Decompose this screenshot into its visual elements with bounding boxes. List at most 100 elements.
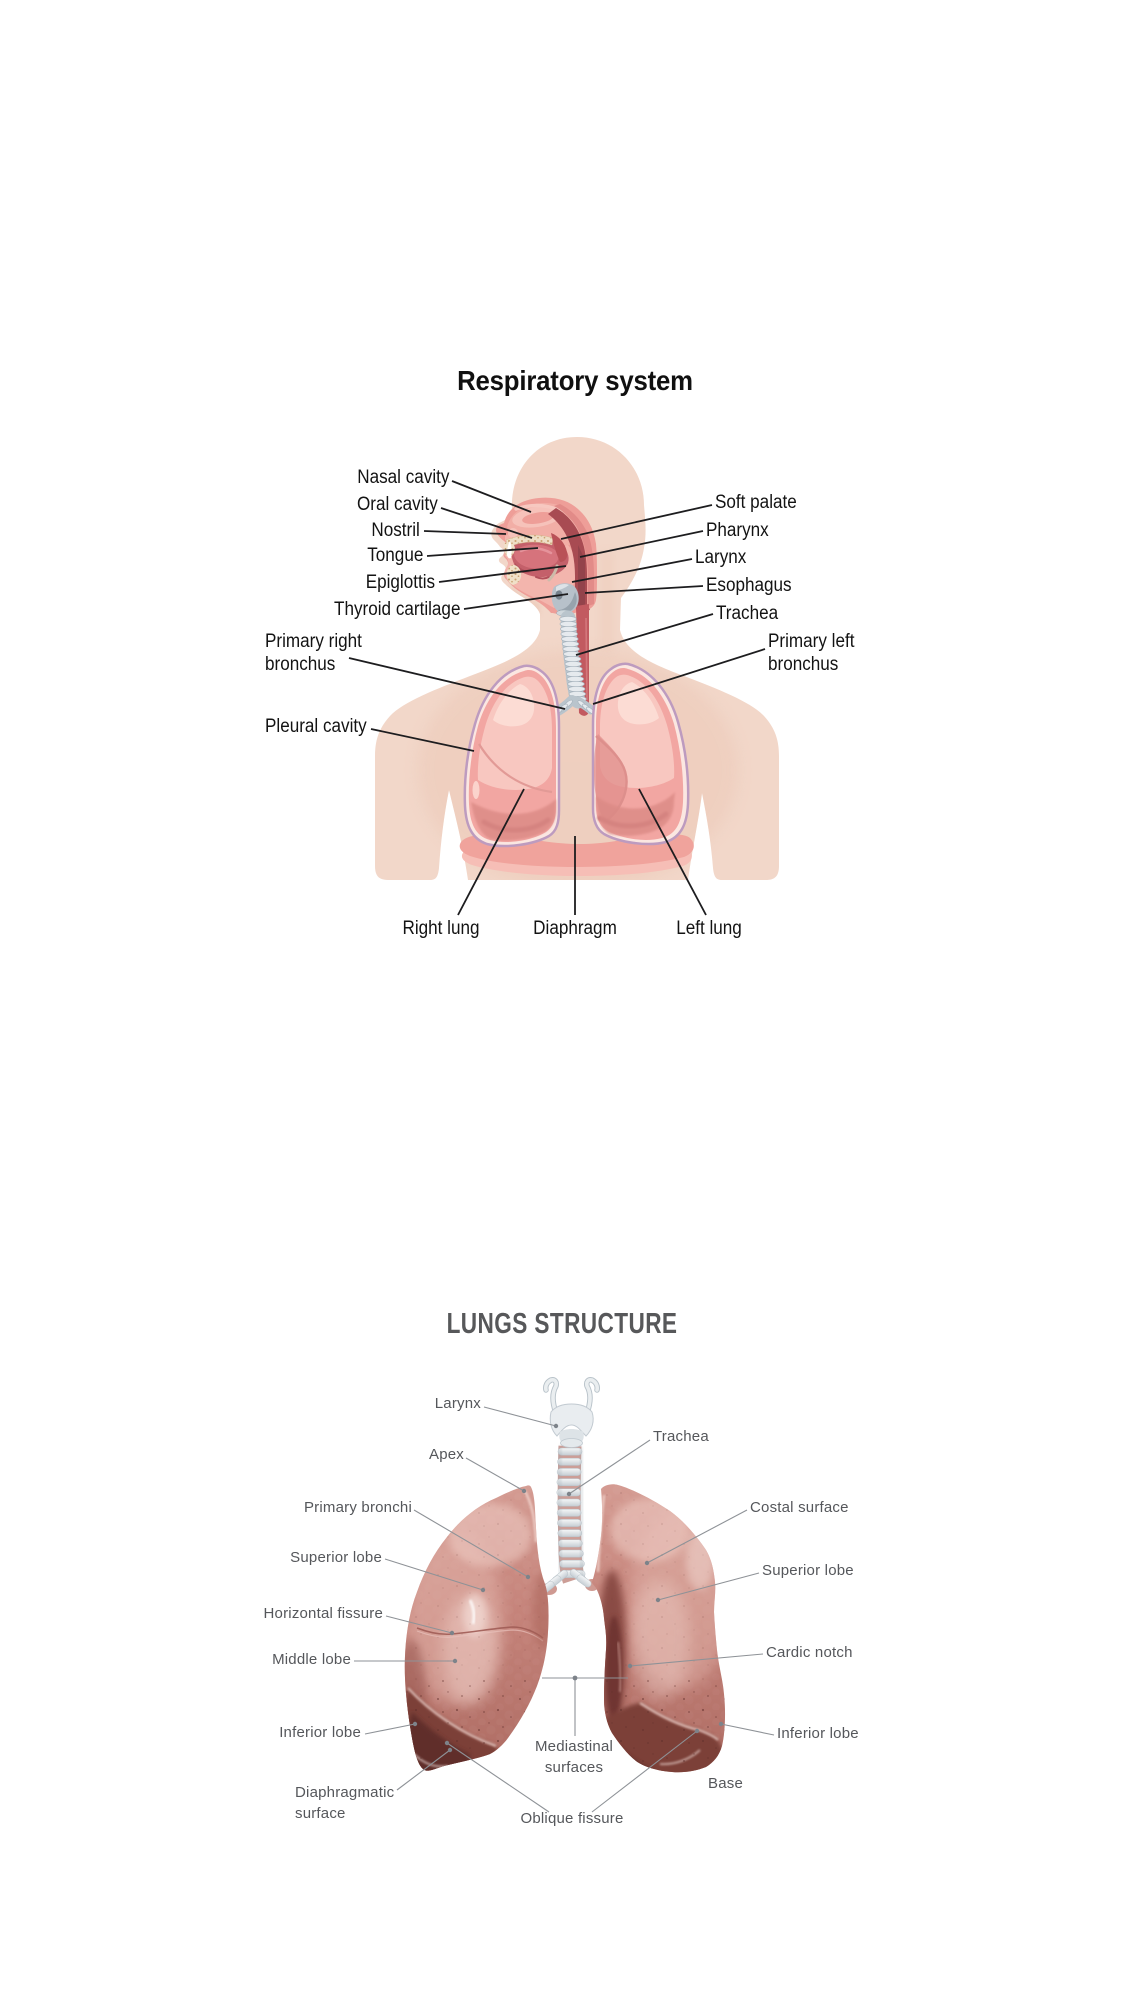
leader2-inferior-lobe-right xyxy=(720,1723,775,1736)
trachea2-rings-part-10 xyxy=(558,1539,583,1548)
trachea-ribs-part-5 xyxy=(561,635,579,643)
leader-primary-right-bronchus xyxy=(348,657,566,710)
leader-trachea xyxy=(575,613,714,656)
pharynx-core xyxy=(578,545,585,608)
label-trachea: Trachea xyxy=(716,603,779,624)
leader-soft-palate xyxy=(560,504,713,540)
label2-apex: Apex xyxy=(429,1446,464,1463)
respiratory-illustration xyxy=(348,437,779,916)
label2-costal-surface: Costal surface xyxy=(750,1499,849,1516)
fig2-leader-dots-part-3 xyxy=(521,1488,527,1494)
fig2-leader-dots-part-8 xyxy=(449,1630,455,1636)
left-lung2-part-15 xyxy=(416,1626,544,1639)
fig2-leader-dots-part-16 xyxy=(694,1728,700,1734)
trachea-ribs-part-7 xyxy=(562,645,580,653)
head-cross-section xyxy=(496,497,597,617)
bronchi-ribs xyxy=(553,699,595,716)
leader-nostril xyxy=(423,530,507,535)
label-right-lung: Right lung xyxy=(402,918,480,939)
trachea2-rings-part-4 xyxy=(556,1478,582,1487)
left-lung2-part-13 xyxy=(404,1680,549,1771)
leader2-primary-bronchi xyxy=(413,1509,529,1578)
label-thyroid-cartilage: Thyroid cartilage xyxy=(333,599,460,620)
trachea-ribs-part-2 xyxy=(559,620,577,628)
right-lung2-part-16 xyxy=(686,1530,714,1590)
larynx2-shape-part-4 xyxy=(584,1378,600,1415)
leader-nasal-cavity xyxy=(451,480,532,513)
fig2-leader-dots-part-2 xyxy=(566,1491,572,1497)
leader2-trachea xyxy=(568,1439,651,1495)
label-tongue: Tongue xyxy=(366,545,423,566)
trachea2-rings-part-1 xyxy=(557,1447,583,1456)
label2-primary-bronchi: Primary bronchi xyxy=(303,1499,412,1516)
left-lung2-part-16 xyxy=(416,1629,544,1642)
trachea-ribs-part-10 xyxy=(564,660,582,668)
trachea2-rings-part-9 xyxy=(557,1529,583,1538)
right-lung-bright xyxy=(493,684,535,727)
thyroid-inner xyxy=(558,592,577,613)
left-lung-bottom-shadow xyxy=(596,792,675,836)
label2-inferior-lobe-right: Inferior lobe xyxy=(777,1725,859,1742)
trachea-ribs-part-4 xyxy=(560,630,578,638)
fig2-leader-dots-part-9 xyxy=(452,1658,458,1664)
fig2-leader-dots-part-14 xyxy=(572,1675,578,1681)
label-primary-left-bronchus: Primary left bronchus xyxy=(768,631,855,675)
label-diaphragm: Diaphragm xyxy=(533,918,617,939)
trachea2-rings-part-11 xyxy=(558,1549,584,1558)
trachea-ribs-part-3 xyxy=(560,625,578,633)
leader2-apex xyxy=(465,1457,525,1492)
fig2-leader-dots-part-12 xyxy=(718,1721,724,1727)
trachea-ribs-part-12 xyxy=(565,670,584,678)
label2-horizontal-fissure: Horizontal fissure xyxy=(263,1605,383,1622)
thyroid-highlight xyxy=(556,583,569,591)
trachea2-rings-part-6 xyxy=(556,1498,582,1507)
label-nostril: Nostril xyxy=(371,520,420,541)
skin-shading-part-2 xyxy=(600,552,614,652)
right-lung-fissure xyxy=(478,743,553,794)
fig2-leader-dots-part-6 xyxy=(480,1587,486,1593)
leader-tongue xyxy=(426,547,539,557)
label-pleural-cavity: Pleural cavity xyxy=(265,716,367,737)
leader2-horizontal-fissure xyxy=(385,1615,453,1634)
label-nasal-cavity: Nasal cavity xyxy=(356,467,449,488)
lower-jaw-dots xyxy=(506,564,522,585)
trachea-ribs xyxy=(559,615,587,703)
leader-epiglottis xyxy=(438,565,567,583)
respiratory-figure-title: Respiratory system xyxy=(457,365,693,396)
right-lung2-part-14 xyxy=(592,1484,726,1680)
right-lung-bottom-shadow xyxy=(471,799,556,841)
fig2-leader-dots-part-4 xyxy=(525,1574,531,1580)
label-epiglottis: Epiglottis xyxy=(365,572,435,593)
leader-larynx xyxy=(571,558,693,583)
label2-superior-lobe-right: Superior lobe xyxy=(762,1562,854,1579)
fig1-leader-lines xyxy=(348,480,766,916)
trachea-ribs-part-1 xyxy=(559,615,577,623)
label2-mediastinal-surfaces: Mediastinal surfaces xyxy=(534,1738,614,1776)
larynx2-shape-part-7 xyxy=(560,1438,583,1448)
leader-pharynx xyxy=(579,530,704,558)
label-soft-palate: Soft palate xyxy=(715,492,797,513)
label-primary-right-bronchus: Primary right bronchus xyxy=(265,631,362,675)
vallecula-shadow xyxy=(535,576,550,580)
trachea2-rings-part-2 xyxy=(557,1457,582,1466)
larynx2-shape-part-5 xyxy=(549,1403,594,1437)
trachea-shape xyxy=(551,610,596,717)
leader2-larynx xyxy=(483,1406,557,1427)
right-lung-glint xyxy=(472,781,480,799)
label-pharynx: Pharynx xyxy=(706,520,769,541)
label-oral-cavity: Oral cavity xyxy=(357,494,438,515)
label2-diaphragmatic-surface: Diaphragmatic surface xyxy=(295,1784,395,1822)
leader-left-lung xyxy=(638,788,707,916)
leader2-superior-lobe-right xyxy=(657,1572,760,1601)
left-lung2-part-17 xyxy=(522,1489,538,1543)
fig2-leader-dots-part-5 xyxy=(644,1560,650,1566)
leader2-superior-lobe-left xyxy=(384,1558,484,1591)
label2-middle-lobe: Middle lobe xyxy=(272,1651,351,1668)
leader-right-lung xyxy=(457,788,525,916)
leader-oral-cavity xyxy=(440,507,533,539)
label2-inferior-lobe-left: Inferior lobe xyxy=(279,1724,361,1741)
bronchi2-part-5 xyxy=(576,1574,592,1588)
label-esophagus: Esophagus xyxy=(706,575,792,596)
leader-primary-left-bronchus xyxy=(592,648,766,705)
